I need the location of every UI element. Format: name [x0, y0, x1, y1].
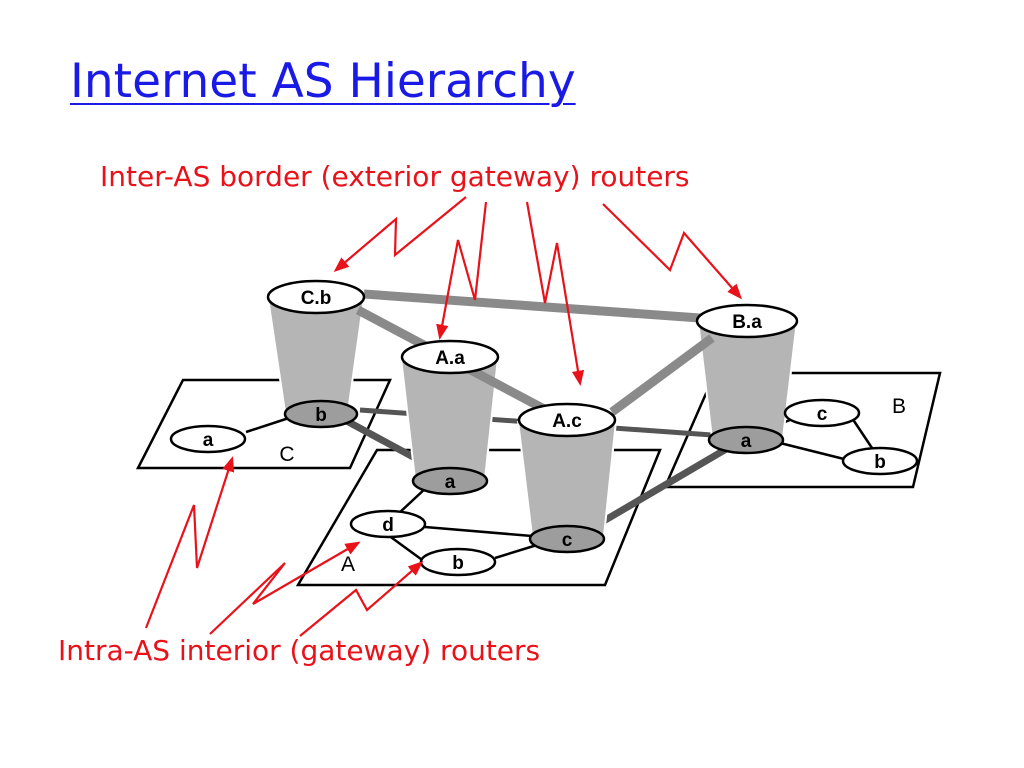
link-ab-ac: [494, 543, 538, 560]
as-label-b: B: [892, 395, 906, 418]
gateway-cylinder-cb: [267, 297, 365, 414]
router-aa-bottom: a: [411, 466, 489, 496]
router-ba-bottom: a: [707, 425, 785, 455]
router-ca: a: [169, 424, 247, 454]
router-ba-top-label: B.a: [732, 312, 762, 333]
exterior-gateway-callout: Inter-AS border (exterior gateway) route…: [100, 160, 690, 193]
router-ad: d: [349, 509, 427, 539]
router-ba-top: B.a: [695, 303, 799, 339]
router-ca-label: a: [203, 430, 214, 451]
arrow-to-ad: [209, 541, 361, 635]
link-bc-bb: [850, 417, 874, 449]
link-ad-ab: [387, 533, 426, 564]
gateway-cylinder-ba: [697, 320, 798, 440]
router-aa-top-label: A.a: [435, 348, 465, 369]
router-ab: b: [419, 547, 497, 577]
router-aa-top: A.a: [400, 339, 500, 375]
router-ad-label: d: [382, 515, 394, 536]
gateway-cylinder-aa: [400, 357, 499, 481]
arrow-to-aa: [436, 201, 488, 341]
link-ba-bb: [779, 441, 849, 462]
router-bb: b: [841, 446, 919, 476]
link-ad-ac: [424, 525, 533, 538]
arrow-to-ac: [525, 201, 585, 387]
arrow-to-ca: [144, 456, 235, 629]
router-cb-top: C.b: [266, 279, 366, 315]
link-ac-ba-top: [609, 334, 715, 416]
router-ac-bottom: c: [528, 524, 606, 554]
router-cb-bottom: b: [283, 399, 359, 429]
router-ac-top: A.c: [517, 402, 617, 438]
gateway-cylinder-ac: [517, 420, 617, 538]
arrow-to-ba: [602, 203, 743, 300]
arrow-to-ab: [299, 560, 424, 637]
router-cb-top-label: C.b: [301, 288, 332, 309]
as-label-a: A: [341, 553, 355, 576]
router-aa-bottom-label: a: [445, 472, 456, 493]
router-ba-bottom-label: a: [741, 431, 752, 452]
link-aa-ad: [397, 486, 428, 515]
router-bc: c: [783, 398, 861, 428]
router-bb-label: b: [874, 452, 886, 473]
as-label-c: C: [279, 443, 294, 466]
router-bc-label: c: [817, 404, 828, 425]
interior-router-callout: Intra-AS interior (gateway) routers: [58, 634, 541, 667]
link-cb-ca: [245, 415, 293, 434]
link-ac-ba-lower: [600, 444, 730, 526]
slide-title: Internet AS Hierarchy: [70, 54, 576, 109]
arrow-to-cb: [333, 196, 467, 272]
router-ac-top-label: A.c: [552, 411, 582, 432]
router-ac-bottom-label: c: [562, 530, 573, 551]
router-ab-label: b: [452, 553, 464, 574]
router-cb-bottom-label: b: [315, 405, 327, 426]
link-cb-ba-top: [363, 289, 701, 323]
